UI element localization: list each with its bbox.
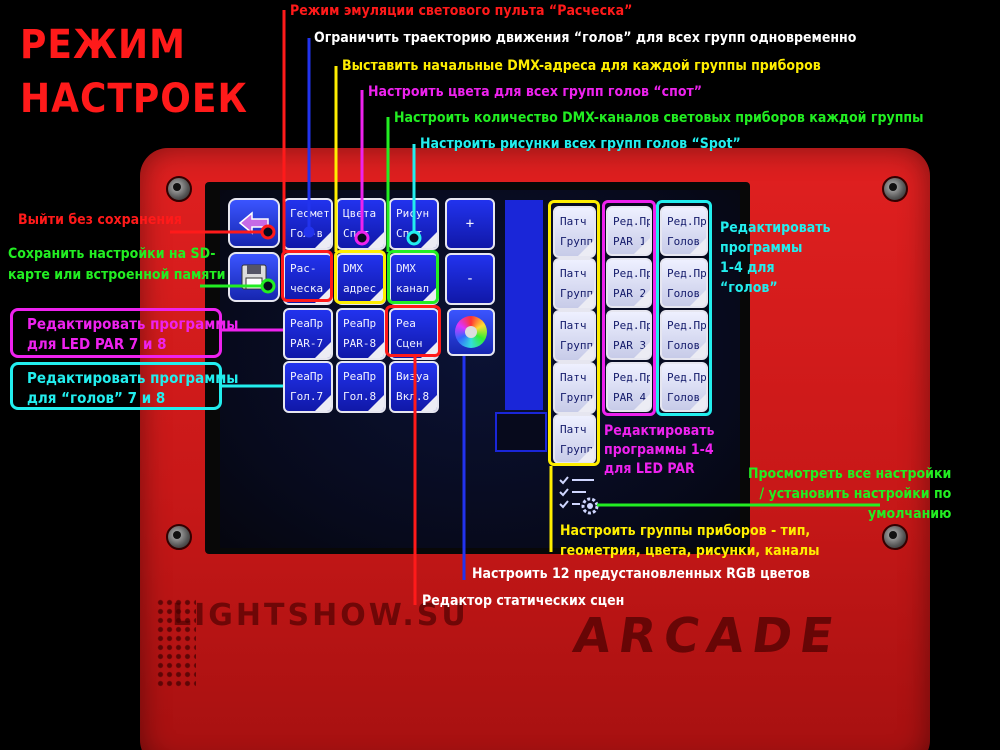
screw-icon — [882, 524, 908, 550]
screw-icon — [166, 176, 192, 202]
edit-head8-button[interactable]: РеаПр Гол.8 — [336, 361, 386, 413]
spot-colors-button[interactable]: Цвета Спот — [336, 198, 386, 250]
par-column-highlight — [602, 200, 656, 416]
settings-checklist-button[interactable] — [556, 472, 600, 518]
dmx-address-highlight — [334, 250, 386, 304]
edit-par8-button[interactable]: РеаПр PAR-8 — [336, 308, 386, 360]
patch-groups-button[interactable]: Патч Групп — [553, 310, 596, 362]
edit-par14-annotation: Редактировать программы 1-4 для LED PAR — [604, 423, 715, 477]
brand-engraving-left: LIGHTSHOW.SU — [172, 598, 469, 632]
visualizer-button[interactable]: Визуа Вкл.8 — [389, 361, 439, 413]
patch-groups-button[interactable]: Патч Групп — [553, 414, 596, 464]
head-column-highlight — [656, 200, 712, 416]
edit-par3-button[interactable]: Ред.Пр PAR 3 — [606, 310, 652, 360]
dmx-addresses-annotation: Выставить начальные DMX-адреса для каждо… — [342, 58, 821, 74]
edit-head3-button[interactable]: Ред.Пр Голов — [660, 310, 708, 360]
spot-gobos-annotation: Настроить рисунки всех групп голов “Spot… — [420, 136, 741, 152]
patch-groups-button[interactable]: Патч Групп — [553, 258, 596, 310]
speaker-grille — [156, 598, 196, 688]
static-scene-highlight — [385, 305, 441, 357]
limit-trajectory-annotation: Ограничить траекторию движения “голов” д… — [314, 30, 857, 46]
view-settings-annotation: Просмотреть все настройки / установить н… — [748, 466, 952, 522]
patch-groups-button[interactable]: Патч Групп — [553, 206, 596, 258]
dmx-channels-annotation: Настроить количество DMX-каналов световы… — [394, 110, 924, 126]
back-arrow-icon — [238, 211, 269, 235]
spot-colors-annotation: Настроить цвета для всех групп голов “сп… — [368, 84, 703, 100]
dmx-channels-highlight — [387, 250, 439, 304]
edit-head4-button[interactable]: Ред.Пр Голов — [660, 362, 708, 412]
value-slider[interactable] — [505, 200, 543, 410]
save-settings-button[interactable] — [228, 252, 280, 302]
edit-par78-annotation: Редактировать программы для LED PAR 7 и … — [10, 308, 238, 358]
exit-without-saving-button[interactable] — [228, 198, 280, 248]
comb-mode-highlight — [281, 250, 333, 302]
edit-par2-button[interactable]: Ред.Пр PAR 2 — [606, 258, 652, 308]
comb-mode-button[interactable]: Рас- ческа — [283, 253, 333, 305]
head-geometry-button[interactable]: Геомет Гол-в — [283, 198, 333, 250]
screw-icon — [882, 176, 908, 202]
brand-engraving-right: ARCADE — [569, 608, 845, 664]
rgb-presets-annotation: Настроить 12 предустановленных RGB цвето… — [472, 566, 810, 582]
slider-handle[interactable] — [495, 412, 547, 452]
edit-head7-button[interactable]: РеаПр Гол.7 — [283, 361, 333, 413]
minus-button[interactable]: - — [445, 253, 495, 305]
exit-annotation: Выйти без сохранения — [18, 212, 182, 228]
edit-par1-button[interactable]: Ред.Пр PAR 1 — [606, 206, 652, 256]
color-wheel-icon — [455, 316, 487, 348]
edit-par7-button[interactable]: РеаПр PAR-7 — [283, 308, 333, 360]
checklist-gear-icon — [559, 476, 599, 515]
save-annotation: Сохранить настройки на SD- карте или вст… — [8, 246, 226, 283]
static-scenes-annotation: Редактор статических сцен — [422, 593, 625, 609]
page-title: РЕЖИМ НАСТРОЕК — [20, 22, 248, 122]
dmx-channels-button[interactable]: DMX канал — [389, 253, 439, 305]
patch-column-highlight — [548, 200, 600, 466]
spot-gobos-button[interactable]: Рисун Спот — [389, 198, 439, 250]
edit-heads78-annotation: Редактировать программы для “голов” 7 и … — [10, 362, 238, 410]
patch-groups-button[interactable]: Патч Групп — [553, 362, 596, 414]
edit-heads14-annotation: Редактировать программы 1-4 для “голов” — [720, 220, 831, 296]
fixture-groups-annotation: Настроить группы приборов - тип, геометр… — [560, 523, 820, 559]
edit-par4-button[interactable]: Ред.Пр PAR 4 — [606, 362, 652, 412]
edit-head2-button[interactable]: Ред.Пр Голов — [660, 258, 708, 308]
comb-mode-annotation: Режим эмуляции светового пульта “Расческ… — [290, 3, 633, 19]
edit-head1-button[interactable]: Ред.Пр Голов — [660, 206, 708, 256]
floppy-disk-icon — [241, 264, 267, 290]
screw-icon — [166, 524, 192, 550]
plus-button[interactable]: + — [445, 198, 495, 250]
rgb-presets-button[interactable] — [447, 308, 495, 356]
